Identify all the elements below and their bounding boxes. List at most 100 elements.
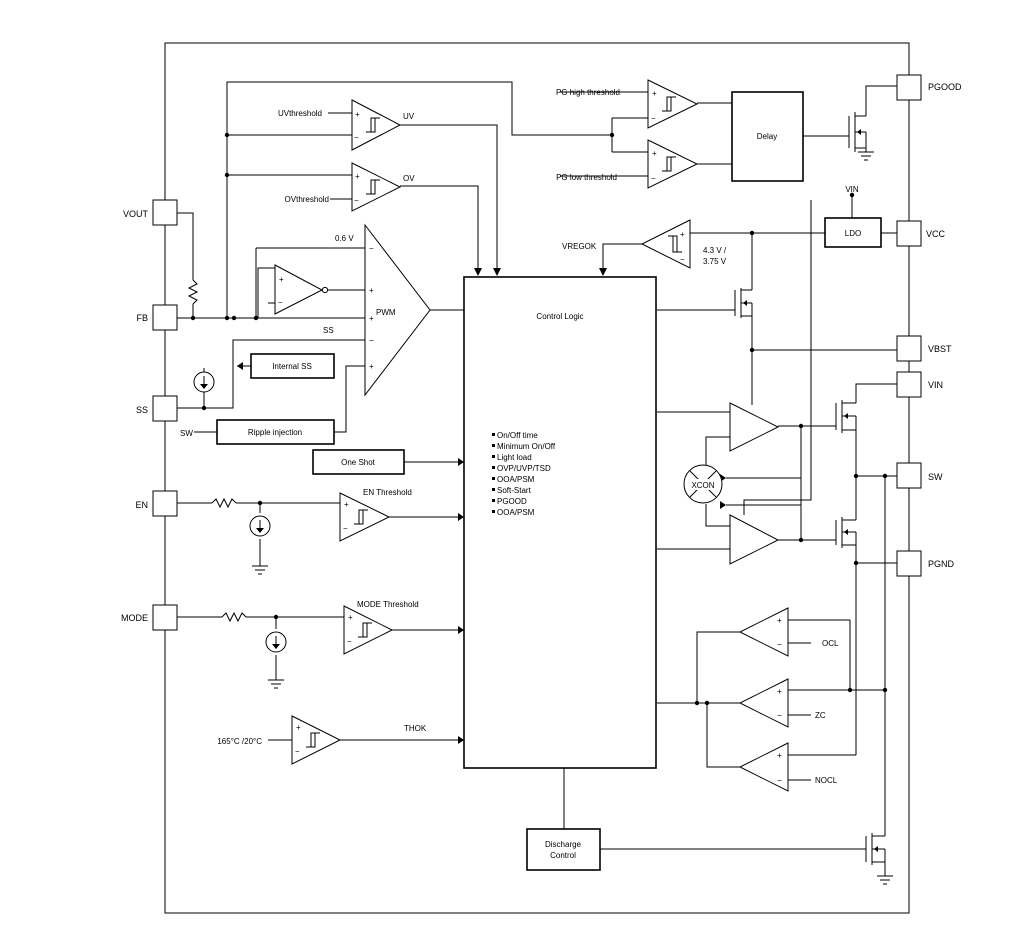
ldo-block: LDO: [824, 217, 882, 248]
pin-mode-label: MODE: [121, 613, 148, 623]
mode-minus: −: [347, 637, 352, 646]
nocl-minus: −: [777, 776, 782, 785]
pin-pgood-label: PGOOD: [928, 82, 962, 92]
mode-plus: +: [348, 613, 353, 622]
uv-minus: −: [354, 133, 359, 142]
pin-sw: SW: [896, 462, 943, 489]
pin-mode: MODE: [121, 604, 178, 631]
discharge-label-line2: Control: [550, 851, 576, 860]
junction-dots: [190, 132, 888, 706]
pgl-plus: +: [652, 149, 657, 158]
ov-minus: −: [354, 196, 359, 205]
zc-label: ZC: [815, 711, 826, 720]
pin-vin: VIN: [896, 371, 943, 398]
feature-item: Minimum On/Off: [497, 442, 556, 451]
pin-ss: SS: [136, 395, 178, 422]
en-plus: +: [344, 500, 349, 509]
feature-bullet: [492, 466, 495, 469]
discharge-fet: [865, 830, 893, 885]
ea-plus: +: [279, 275, 284, 284]
discharge-control-block: Discharge Control: [526, 828, 601, 871]
xcon-block: XCON: [683, 464, 723, 504]
bootstrap-fet: [734, 288, 753, 318]
pin-pgnd-label: PGND: [928, 559, 955, 569]
pg-low-comparator: + −: [647, 139, 699, 189]
ov-threshold-label: OVthreshold: [285, 195, 329, 204]
feature-bullet: [492, 433, 495, 436]
internal-ss-block: Internal SS: [250, 353, 335, 379]
vreg-minus: −: [680, 255, 685, 264]
pwm-plus1: +: [369, 286, 374, 295]
vin-top-label: VIN: [845, 185, 859, 194]
nocl-label: NOCL: [815, 776, 838, 785]
thermal-plus: +: [296, 723, 301, 732]
pwm-comparator: + + − + −: [364, 223, 431, 397]
ripple-injection-label: Ripple injection: [248, 428, 302, 437]
en-current-source: [249, 515, 271, 537]
feature-bullet: [492, 477, 495, 480]
pgood-fet: [848, 112, 874, 161]
thermal-minus: −: [295, 747, 300, 756]
low-side-driver: [729, 514, 780, 565]
feature-bullet: [492, 499, 495, 502]
low-side-fet: [835, 517, 857, 548]
ss-current-source: [193, 368, 215, 393]
pin-vout: VOUT: [123, 199, 178, 226]
ss-internal-label: SS: [323, 326, 334, 335]
pin-fb-label: FB: [136, 313, 148, 323]
ocl-plus: +: [777, 616, 782, 625]
vregok-label: VREGOK: [562, 242, 597, 251]
feature-item: OVP/UVP/TSD: [497, 464, 551, 473]
mode-threshold-label: MODE Threshold: [357, 600, 419, 609]
sw-input-label: SW: [180, 429, 193, 438]
en-minus: −: [343, 524, 348, 533]
feature-item: OOA/PSM: [497, 475, 535, 484]
uv-label: UV: [403, 112, 415, 121]
xcon-label: XCON: [691, 481, 714, 490]
nocl-comparator: + −: [738, 742, 789, 792]
pin-en-label: EN: [135, 500, 148, 510]
pin-fb: FB: [136, 304, 178, 331]
feature-item: Light load: [497, 453, 532, 462]
uv-threshold-label: UVthreshold: [278, 109, 322, 118]
en-ground: [252, 565, 268, 575]
vregok-comparator: + −: [640, 219, 691, 269]
uv-plus: +: [355, 110, 360, 119]
mode-current-source: [265, 631, 287, 653]
pwm-minus1: −: [369, 336, 374, 345]
pgh-minus: −: [651, 114, 656, 123]
zc-minus: −: [777, 711, 782, 720]
feature-item: PGOOD: [497, 497, 527, 506]
internal-ss-label: Internal SS: [272, 362, 312, 371]
control-logic-title: Control Logic: [536, 312, 583, 321]
pin-vbst-label: VBST: [928, 344, 952, 354]
pin-vout-label: VOUT: [123, 209, 149, 219]
nocl-plus: +: [777, 751, 782, 760]
error-amplifier: + −: [274, 264, 329, 315]
feature-item: On/Off time: [497, 431, 538, 440]
thermal-comparator: + −: [291, 715, 342, 765]
pin-en: EN: [135, 490, 178, 517]
vcc-threshold-line1: 4.3 V /: [703, 246, 727, 255]
feature-item: OOA/PSM: [497, 508, 535, 517]
pwm-label: PWM: [376, 308, 396, 317]
delay-label: Delay: [757, 132, 777, 141]
pin-vcc-label: VCC: [926, 229, 946, 239]
high-side-driver: [729, 402, 780, 452]
mode-comparator: + −: [343, 605, 394, 655]
en-comparator: + −: [339, 492, 391, 542]
temp-threshold-label: 165°C /20°C: [217, 737, 262, 746]
pg-high-label: PG high threshold: [556, 88, 620, 97]
pin-vcc: VCC: [896, 220, 946, 247]
pwm-plus2: +: [369, 314, 374, 323]
pin-pgood: PGOOD: [896, 74, 962, 101]
feature-bullet: [492, 510, 495, 513]
pg-low-label: PG low threshold: [556, 173, 617, 182]
feature-bullet: [492, 488, 495, 491]
pin-pgnd: PGND: [896, 550, 955, 577]
vcc-threshold-line2: 3.75 V: [703, 257, 727, 266]
pg-high-comparator: + −: [647, 79, 699, 129]
